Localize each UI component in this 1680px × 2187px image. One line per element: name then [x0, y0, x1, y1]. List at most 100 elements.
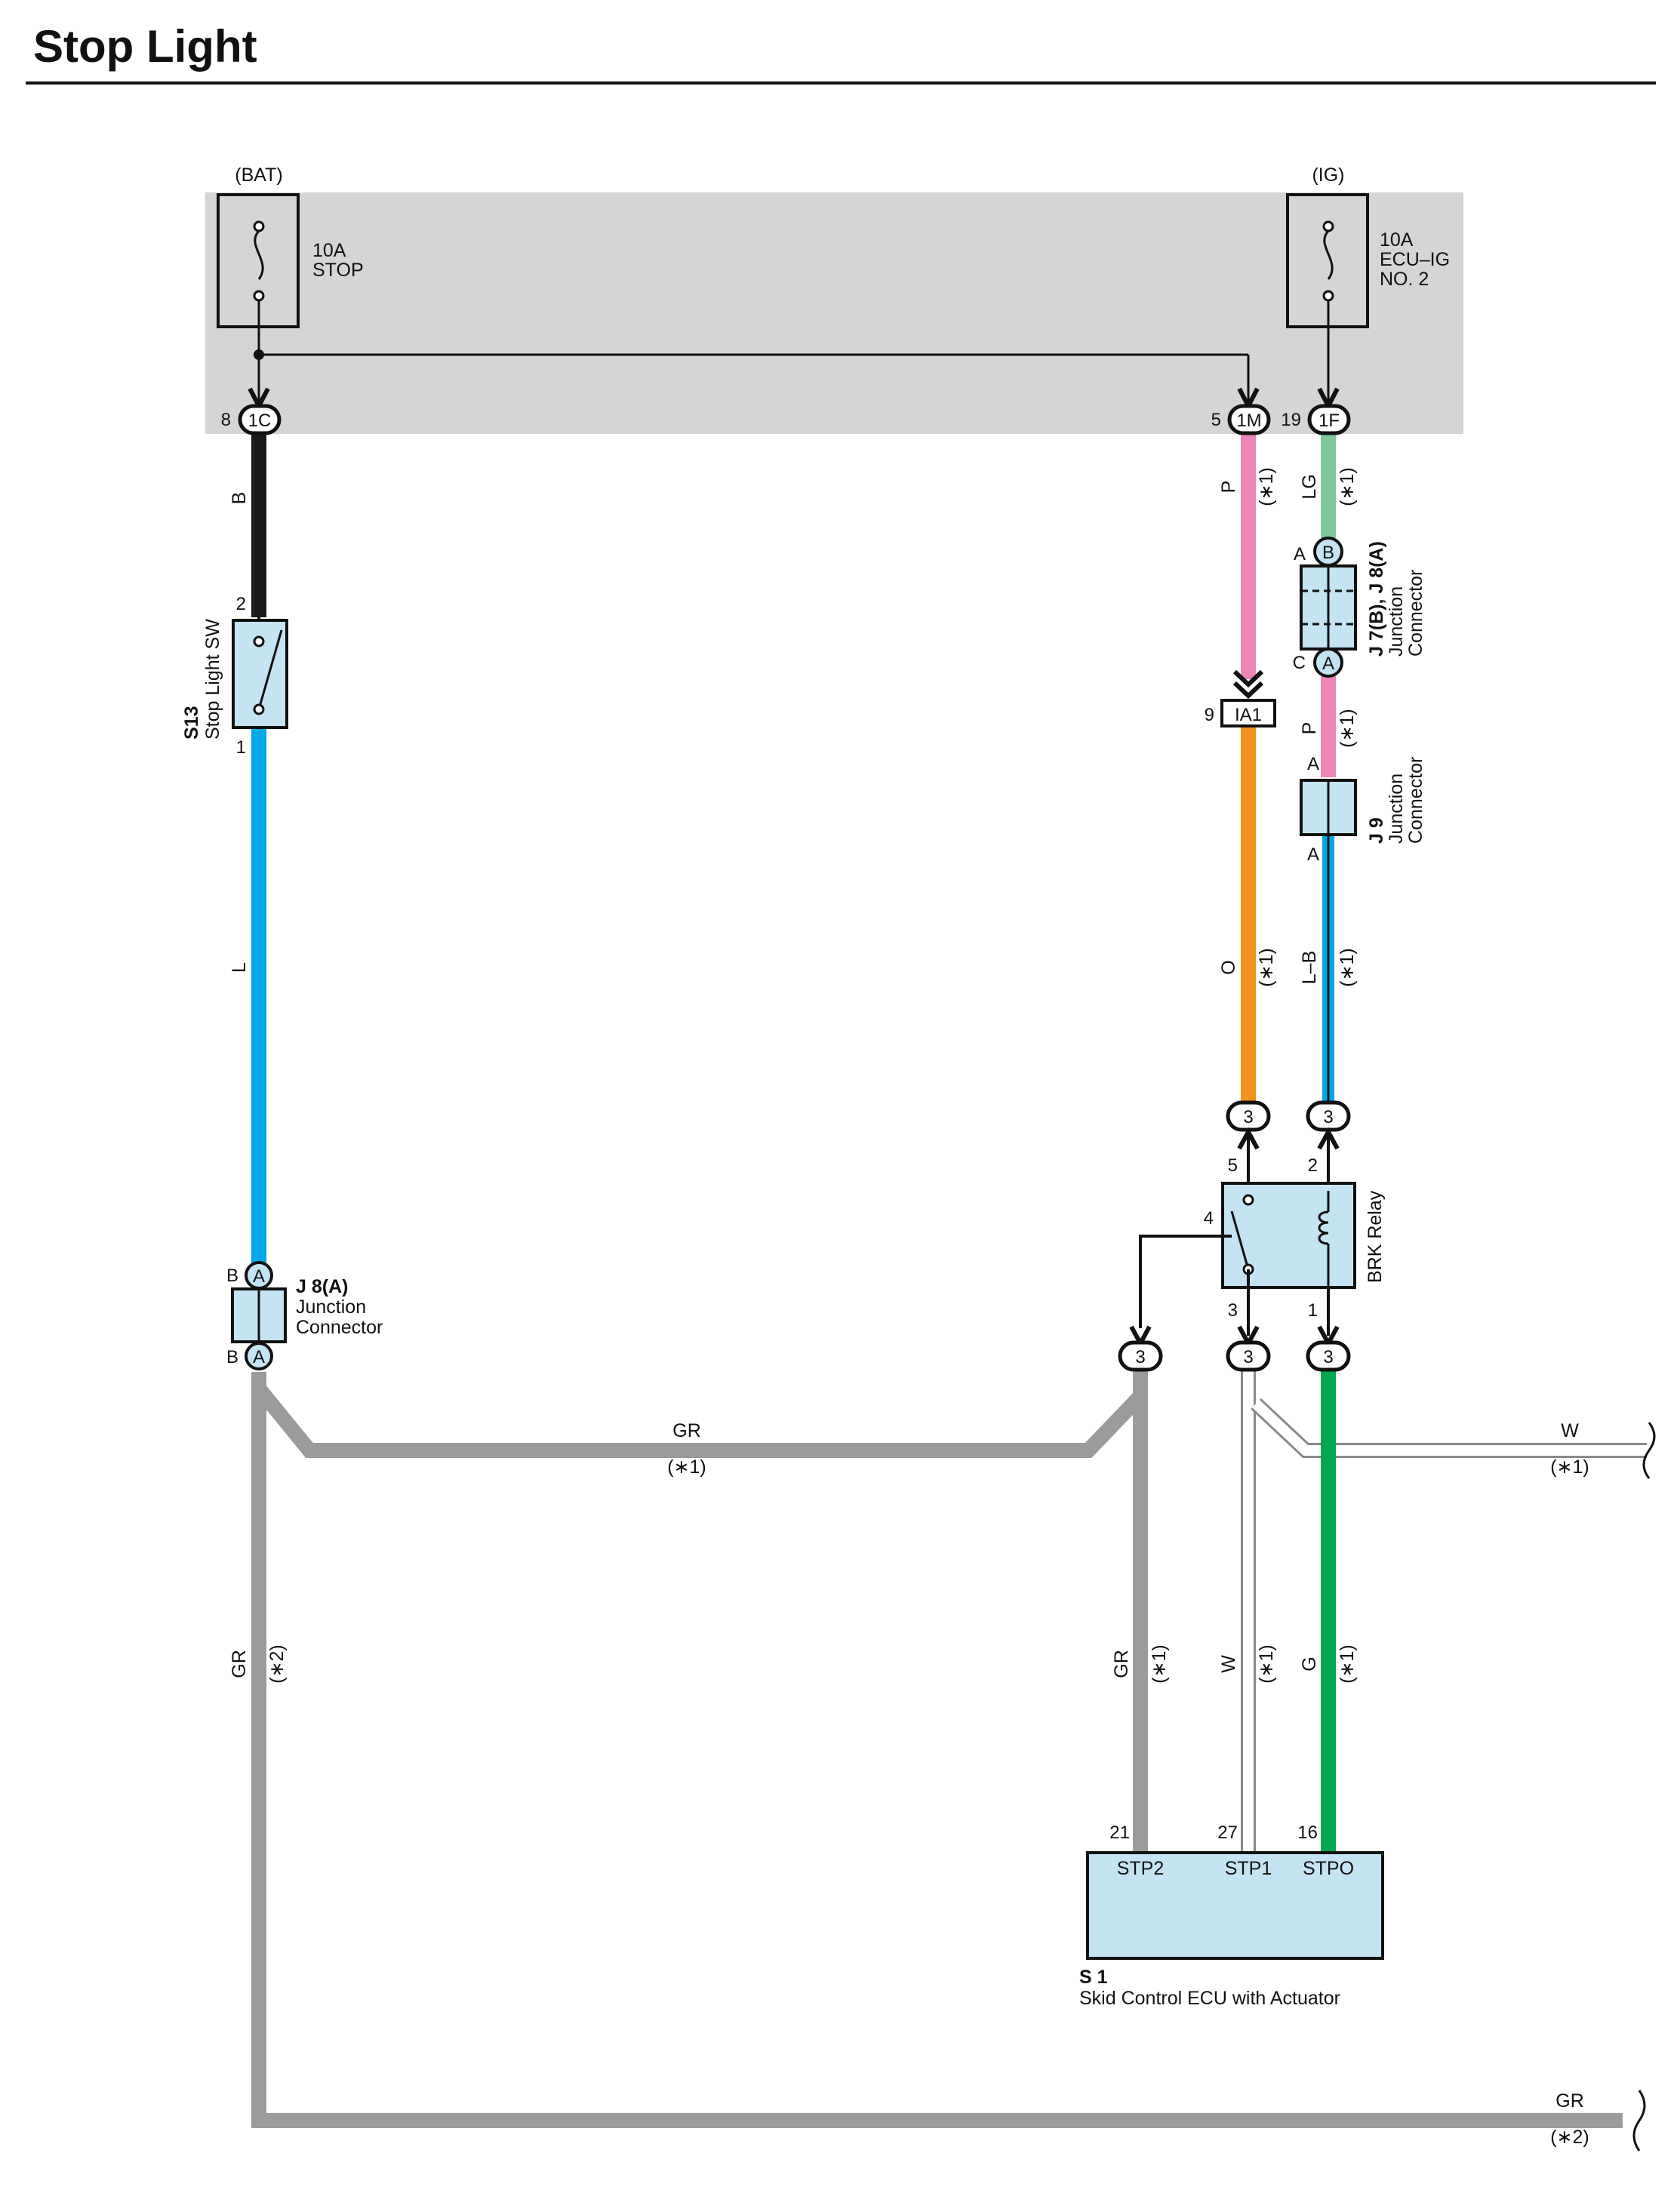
wire-note-p2: (∗1)	[1337, 709, 1358, 748]
connector-1c	[238, 404, 282, 435]
j8a-conn-top: A	[253, 1266, 265, 1287]
junction-j7-j8	[1300, 537, 1357, 678]
break-symbol-w	[1642, 1422, 1656, 1479]
j9-pin-top: A	[1307, 754, 1319, 774]
relay-pin-5: 5	[1228, 1155, 1238, 1176]
j7-pin-a: A	[1294, 544, 1306, 564]
ecu-code: S 1	[1079, 1967, 1108, 1988]
wire-note-gr-2: (∗2)	[266, 1644, 288, 1684]
wire-label-w-branch: W	[1561, 1420, 1579, 1441]
page-title: Stop Light	[33, 21, 257, 72]
relay-pin-2: 2	[1308, 1155, 1318, 1176]
relay-conn-bottom-3: 3	[1323, 1347, 1333, 1367]
connector-ia1	[1220, 669, 1276, 727]
j8a-name-2: Connector	[296, 1317, 383, 1338]
conn-1m-label: 1M	[1236, 411, 1261, 431]
wire-w-branch-edge	[1251, 1398, 1647, 1458]
ia1-conn: IA1	[1235, 705, 1262, 725]
conn-1c-label: 1C	[248, 411, 272, 431]
wire-label-o: O	[1218, 960, 1239, 974]
ecu-pin-21: 21	[1109, 1822, 1130, 1843]
fuse-ecuig-no: NO. 2	[1380, 269, 1429, 290]
wire-label-gr-1: GR	[672, 1420, 701, 1441]
break-symbol-gr	[1632, 2090, 1646, 2152]
wire-note-p: (∗1)	[1256, 467, 1277, 506]
j8a-pin-top: B	[226, 1266, 238, 1286]
relay-conn-bottom-2: 3	[1243, 1347, 1253, 1367]
relay-conn-bottom-1: 3	[1135, 1347, 1145, 1367]
junction-j8a	[231, 1261, 287, 1370]
wire-w-branch	[1252, 1399, 1647, 1456]
j7-name-1: Junction	[1386, 586, 1407, 657]
fuse-ecu-ig	[1286, 193, 1369, 411]
relay-pin-1: 1	[1308, 1300, 1318, 1321]
j8a-name-1: Junction	[296, 1297, 366, 1318]
ecu-term-stp2: STP2	[1117, 1858, 1165, 1879]
wire-label-gr-2: GR	[229, 1650, 250, 1678]
wire-gr-gray-2	[251, 1372, 1623, 2128]
junction-j9	[1300, 779, 1357, 836]
relay-conn-top-1: 3	[1243, 1107, 1253, 1127]
wire-note-w-branch: (∗1)	[1550, 1456, 1589, 1478]
j7-code: J 7(B), J 8(A)	[1366, 541, 1387, 657]
pin-1c: 8	[221, 410, 231, 430]
fuse-stop-amp: 10A	[312, 240, 346, 261]
wire-note-gr-1: (∗1)	[667, 1456, 706, 1478]
wire-label-p2: P	[1299, 722, 1320, 735]
j7-conn-b: B	[1322, 543, 1334, 563]
j8a-pin-bottom: B	[226, 1347, 238, 1367]
wire-note-lg: (∗1)	[1337, 467, 1358, 506]
wire-label-gr-stp2: GR	[1111, 1650, 1132, 1678]
ecu-name: Skid Control ECU with Actuator	[1079, 1988, 1340, 2009]
j9-name-1: Junction	[1386, 774, 1407, 844]
ecu-term-stpo: STPO	[1303, 1858, 1354, 1879]
stop-light-switch	[232, 617, 288, 729]
wire-label-gr-bottom: GR	[1555, 2090, 1584, 2112]
wire-label-l: L	[229, 962, 250, 973]
connector-1f	[1307, 404, 1351, 435]
ecu-term-stp1: STP1	[1225, 1858, 1272, 1879]
fuse-ecuig-name: ECU–IG	[1380, 249, 1450, 270]
sw-pin-bottom: 1	[236, 737, 246, 758]
ig-label: (IG)	[1312, 165, 1344, 186]
j7-conn-a: A	[1322, 654, 1334, 674]
wire-label-w: W	[1218, 1655, 1239, 1673]
sw-code: S13	[181, 706, 202, 740]
j9-name-2: Connector	[1405, 757, 1426, 844]
wire-note-gr-bottom: (∗2)	[1550, 2127, 1589, 2148]
fuse-stop-name: STOP	[312, 260, 364, 281]
skid-control-ecu	[1086, 1851, 1384, 1960]
j8a-code: J 8(A)	[296, 1276, 348, 1297]
wire-note-lb: (∗1)	[1337, 948, 1358, 987]
wire-label-g: G	[1299, 1656, 1320, 1671]
wire-label-lb: L–B	[1299, 951, 1320, 984]
relay-pin-4: 4	[1204, 1208, 1214, 1229]
j7-pin-c: C	[1293, 653, 1306, 673]
wire-note-g: (∗1)	[1337, 1644, 1358, 1684]
bat-label: (BAT)	[235, 165, 282, 186]
connector-1m	[1227, 404, 1271, 435]
fuse-ecuig-amp: 10A	[1380, 229, 1414, 251]
j8a-conn-bottom: A	[253, 1347, 265, 1367]
wire-note-gr-stp2: (∗1)	[1149, 1644, 1170, 1684]
wire-note-o: (∗1)	[1256, 948, 1277, 987]
conn-1f-label: 1F	[1318, 411, 1340, 431]
wire-note-w: (∗1)	[1256, 1644, 1277, 1684]
wire-label-p: P	[1218, 481, 1239, 494]
fuse-block-background	[205, 192, 1463, 434]
relay-pin-3: 3	[1228, 1300, 1238, 1321]
pin-1m: 5	[1211, 410, 1221, 430]
sw-name: Stop Light SW	[202, 619, 223, 740]
j7-name-2: Connector	[1405, 570, 1426, 657]
brk-relay	[1118, 1100, 1356, 1372]
wire-gr-gray-1	[253, 1383, 1146, 1458]
ecu-pin-16: 16	[1297, 1822, 1318, 1843]
wire-label-lg: LG	[1299, 474, 1320, 499]
relay-conn-top-2: 3	[1323, 1107, 1333, 1127]
sw-pin-top: 2	[236, 594, 246, 614]
ia1-pin: 9	[1205, 705, 1214, 725]
ecu-pin-27: 27	[1217, 1822, 1238, 1843]
j9-pin-bottom: A	[1307, 844, 1319, 865]
j9-code: J 9	[1366, 817, 1387, 844]
